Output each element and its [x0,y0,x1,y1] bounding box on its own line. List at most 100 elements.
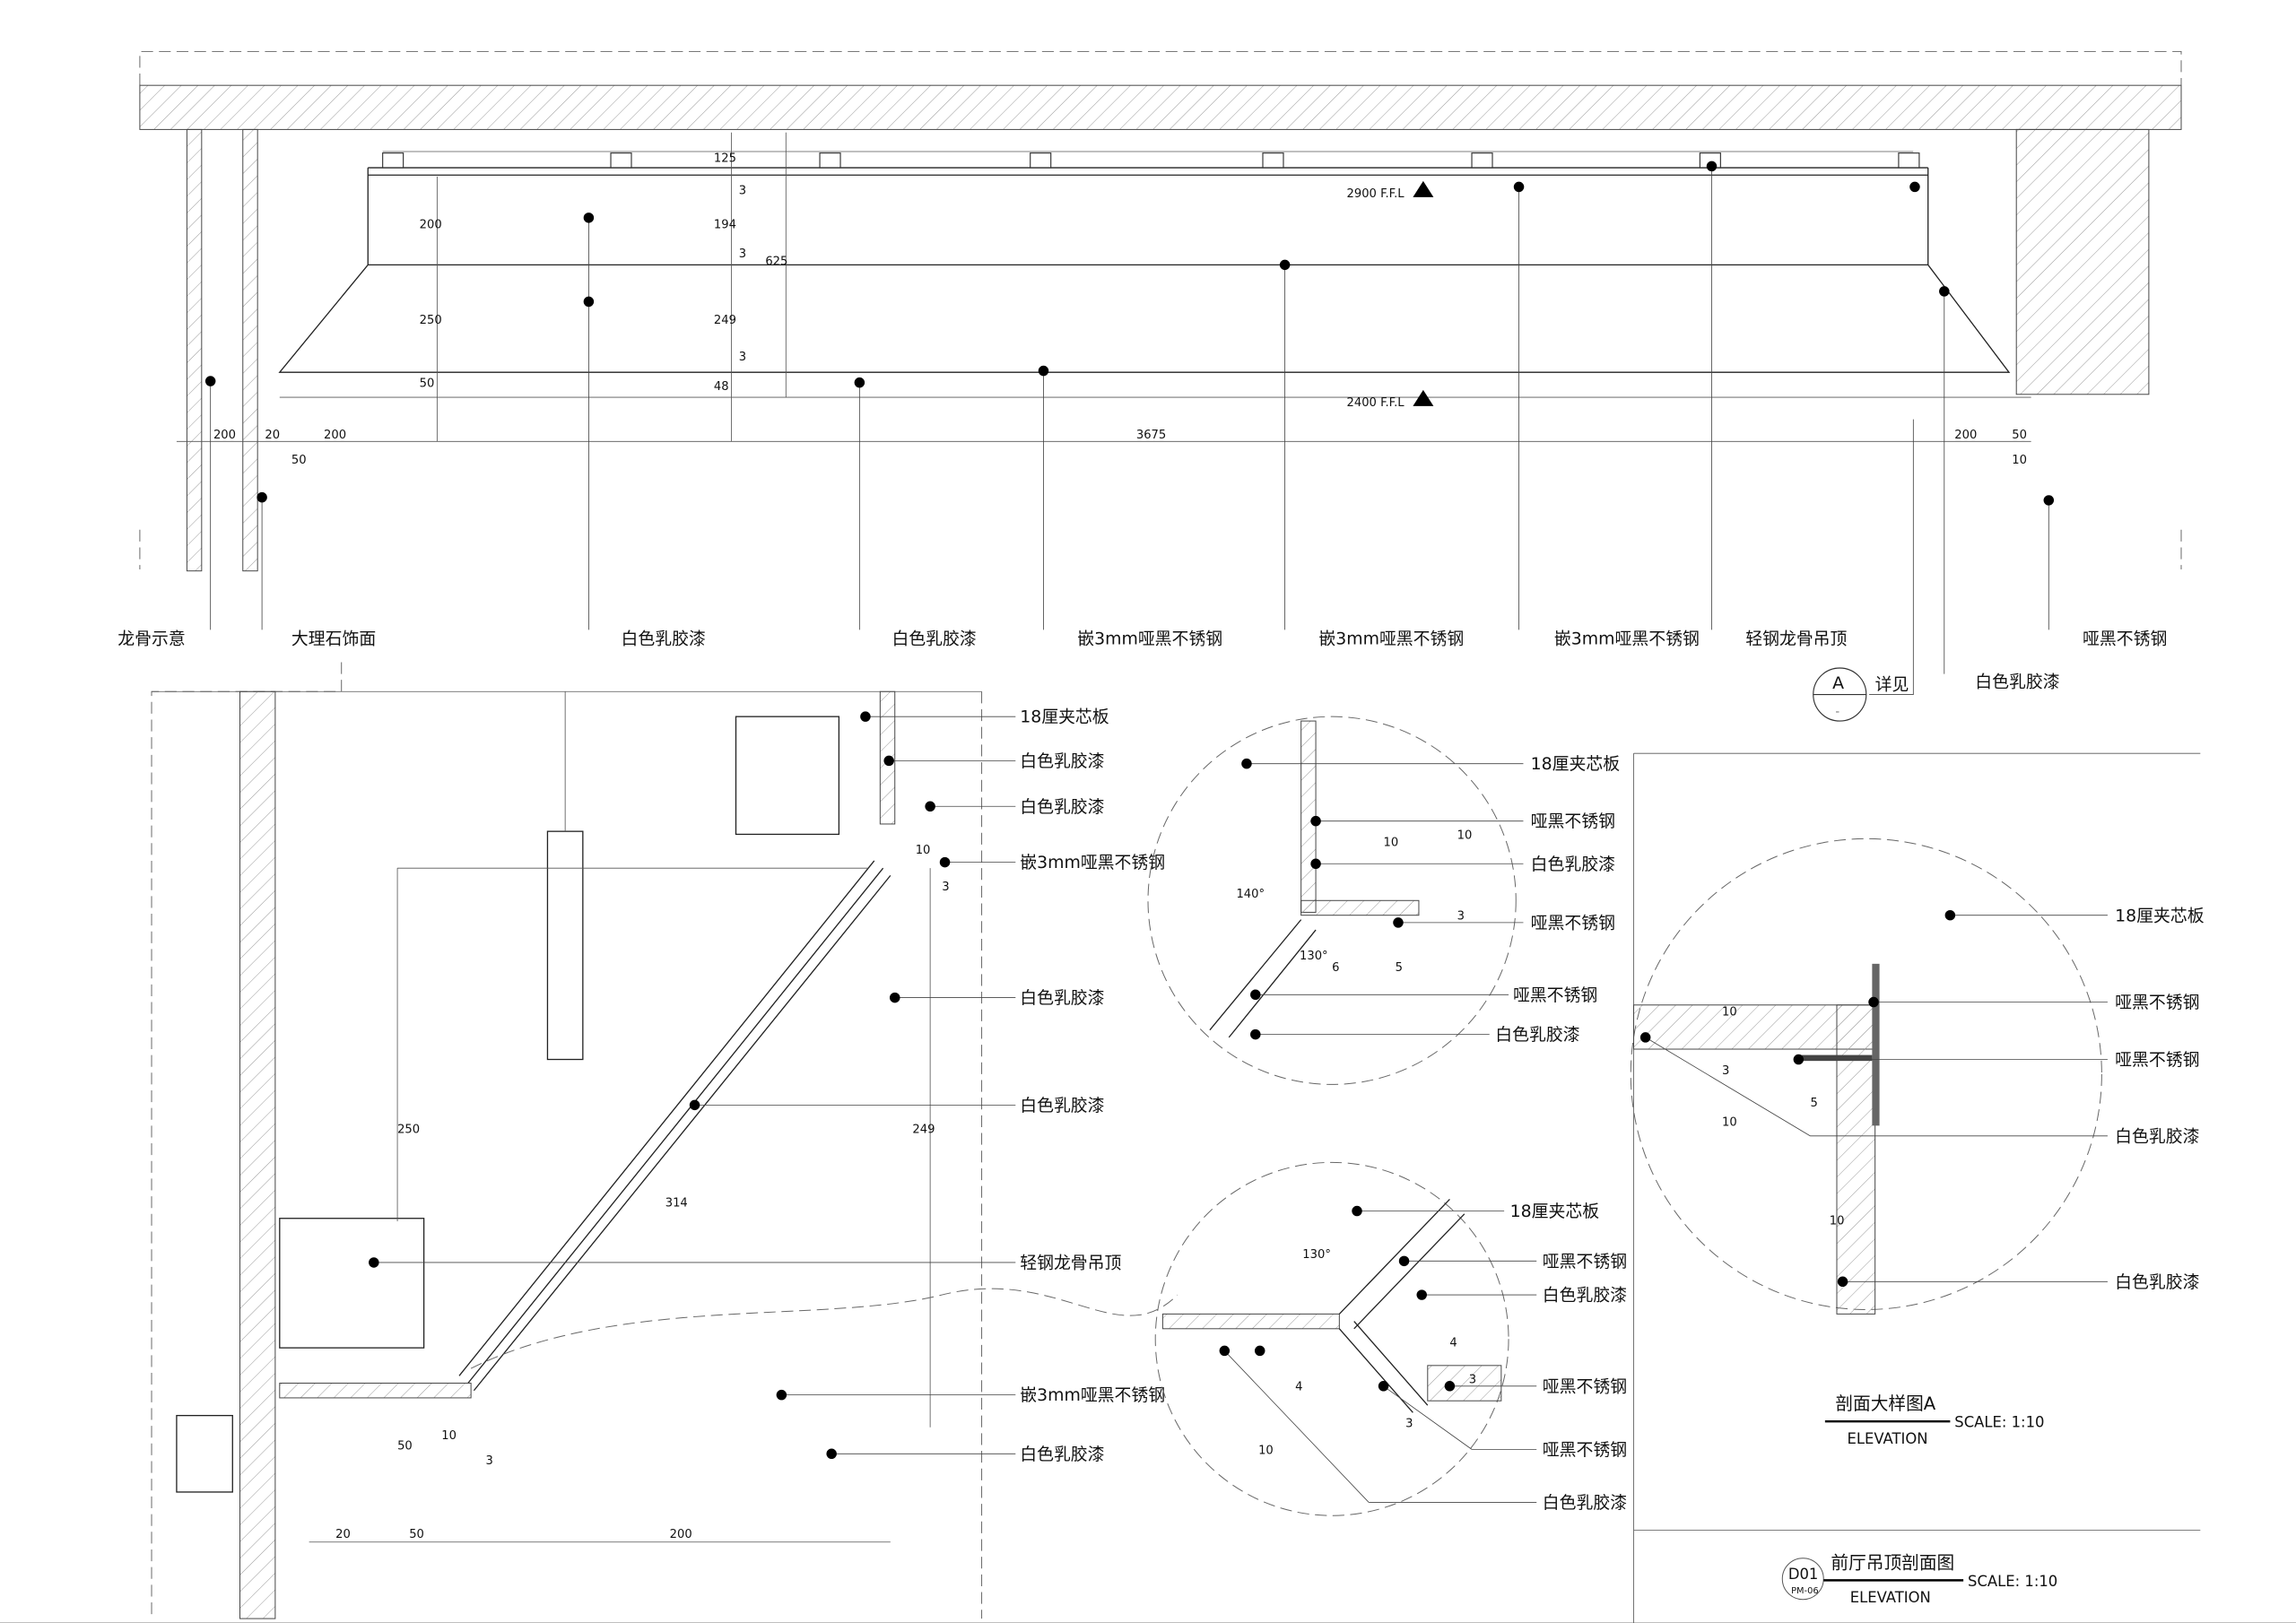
dim: 50 [397,1439,413,1453]
label-latex-paint: 白色乳胶漆 [1020,1096,1104,1115]
left-enlarged-detail: 250 314 249 20 50 200 10 50 3 10 3 18厘夹芯… [151,662,1178,1619]
dim: 250 [397,1124,420,1137]
label-latex-paint: 白色乳胶漆 [1543,1493,1627,1513]
dim: 10 [916,844,931,857]
dim: 5 [1396,961,1403,975]
label-light-steel-keel: 轻钢龙骨吊顶 [1020,1254,1121,1273]
label-matte-black-steel: 哑黑不锈钢 [1543,1440,1627,1460]
label-plywood: 18厘夹芯板 [1510,1202,1600,1221]
dim: 48 [714,380,729,394]
label-latex-paint: 白色乳胶漆 [1020,797,1104,817]
dim: 249 [912,1124,935,1137]
dim: 200 [670,1528,692,1541]
dim: 10 [1258,1444,1274,1457]
right-detail-panel: 10 3 10 5 10 18厘夹芯板 哑黑不锈钢 哑黑不锈钢 白色乳胶漆 白色… [0,752,2296,1623]
dim: 314 [665,1197,688,1211]
label-matte-black-steel: 哑黑不锈钢 [2083,629,2167,649]
title-main-sub: ELEVATION [1850,1589,1931,1606]
dim: 3 [1722,1064,1729,1078]
label-matte-black-steel: 哑黑不锈钢 [1543,1252,1627,1271]
label-matte-black-steel: 哑黑不锈钢 [2115,1050,2199,1070]
concrete-slab [139,84,2182,130]
dim: 20 [265,429,280,442]
dim: 10 [1384,837,1399,850]
circle-detail-2: 130° 4 4 3 10 3 18厘夹芯板 哑黑不锈钢 白色乳胶漆 哑黑不锈钢… [1154,1161,1627,1516]
dim: 4 [1449,1336,1457,1350]
dim: 6 [1332,961,1339,975]
dim: 200 [1954,429,1977,442]
dim: 3 [486,1454,493,1468]
label-latex-paint: 白色乳胶漆 [1020,751,1104,771]
label-latex-paint: 白色乳胶漆 [1531,855,1615,874]
detail-reference-a[interactable]: A - 详见 [1813,667,1909,722]
title-block-main: D01 PM-06 前厅吊顶剖面图 ELEVATION SCALE: 1:10 [1781,1552,2057,1606]
dim: 10 [2012,454,2027,467]
label-latex-paint: 白色乳胶漆 [1975,672,2059,691]
label-light-steel-keel: 轻钢龙骨吊顶 [1745,629,1847,649]
label-latex-paint: 白色乳胶漆 [1020,988,1104,1008]
dim: 3 [1457,910,1465,924]
dim: 10 [1830,1214,1845,1228]
dim: 50 [2012,429,2027,442]
label-keel: 龙骨示意 [117,629,185,649]
dim: 200 [420,218,442,231]
dim: 3 [942,881,949,894]
main-ceiling-section: 125 200 250 50 3 194 3 249 3 48 625 200 … [117,50,2182,722]
dim: 130° [1302,1248,1331,1262]
dim: 3675 [1136,429,1166,442]
level-triangle-icon [1413,180,1434,197]
label-steel-inlay: 嵌3mm哑黑不锈钢 [1077,629,1222,649]
label-matte-black-steel: 哑黑不锈钢 [1543,1376,1627,1396]
label-plywood: 18厘夹芯板 [1531,754,1621,774]
detail-see-text: 详见 [1875,675,1909,695]
dim: 140° [1236,888,1265,901]
hanger-clips [382,152,1920,169]
level-2400: 2400 F.F.L [1347,396,1405,410]
dim: 3 [739,247,746,261]
dim: 200 [213,429,236,442]
dim: 3 [1469,1374,1476,1387]
dim: 10 [1722,1115,1737,1129]
dim: 250 [420,314,442,327]
drawing-code: D01 [1788,1566,1819,1583]
label-latex-paint: 白色乳胶漆 [2115,1272,2199,1292]
label-latex-paint: 白色乳胶漆 [1543,1286,1627,1306]
label-steel-inlay: 嵌3mm哑黑不锈钢 [1020,853,1165,872]
dim: 125 [714,152,736,166]
label-latex-paint: 白色乳胶漆 [891,629,976,649]
dim: 194 [714,218,736,231]
detail-letter: A [1832,673,1844,693]
dim: 249 [714,314,736,327]
leader-lines [210,166,2049,695]
label-steel-inlay: 嵌3mm哑黑不锈钢 [1554,629,1700,649]
title-main-scale: SCALE: 1:10 [1968,1573,2057,1590]
dim: 3 [1405,1418,1413,1431]
dim: 200 [324,429,346,442]
title-a-scale: SCALE: 1:10 [1954,1414,2044,1431]
dim: 50 [409,1528,424,1541]
dim: 130° [1300,950,1328,963]
dim: 20 [335,1528,351,1541]
label-steel-inlay: 嵌3mm哑黑不锈钢 [1318,629,1464,649]
label-plywood: 18厘夹芯板 [1020,707,1109,727]
sheet-number: PM-06 [1791,1586,1818,1596]
title-a-sub: ELEVATION [1847,1430,1927,1447]
title-main-name: 前厅吊顶剖面图 [1831,1552,1954,1573]
label-matte-black-steel: 哑黑不锈钢 [1513,985,1597,1005]
label-matte-black-steel: 哑黑不锈钢 [2115,993,2199,1012]
dim: 50 [291,454,307,467]
label-steel-inlay: 嵌3mm哑黑不锈钢 [1020,1385,1165,1405]
label-matte-black-steel: 哑黑不锈钢 [1531,913,1615,933]
detail-sheet: - [1835,706,1839,719]
dim: 3 [739,351,746,364]
title-a-name: 剖面大样图A [1835,1393,1935,1414]
level-2900: 2900 F.F.L [1347,187,1405,201]
label-marble: 大理石饰面 [291,629,376,649]
dim: 50 [420,378,435,391]
dim: 625 [765,255,787,268]
label-matte-black-steel: 哑黑不锈钢 [1531,812,1615,831]
level-triangle-icon [1413,389,1434,406]
label-latex-paint: 白色乳胶漆 [1495,1025,1579,1045]
dim: 10 [441,1429,457,1443]
